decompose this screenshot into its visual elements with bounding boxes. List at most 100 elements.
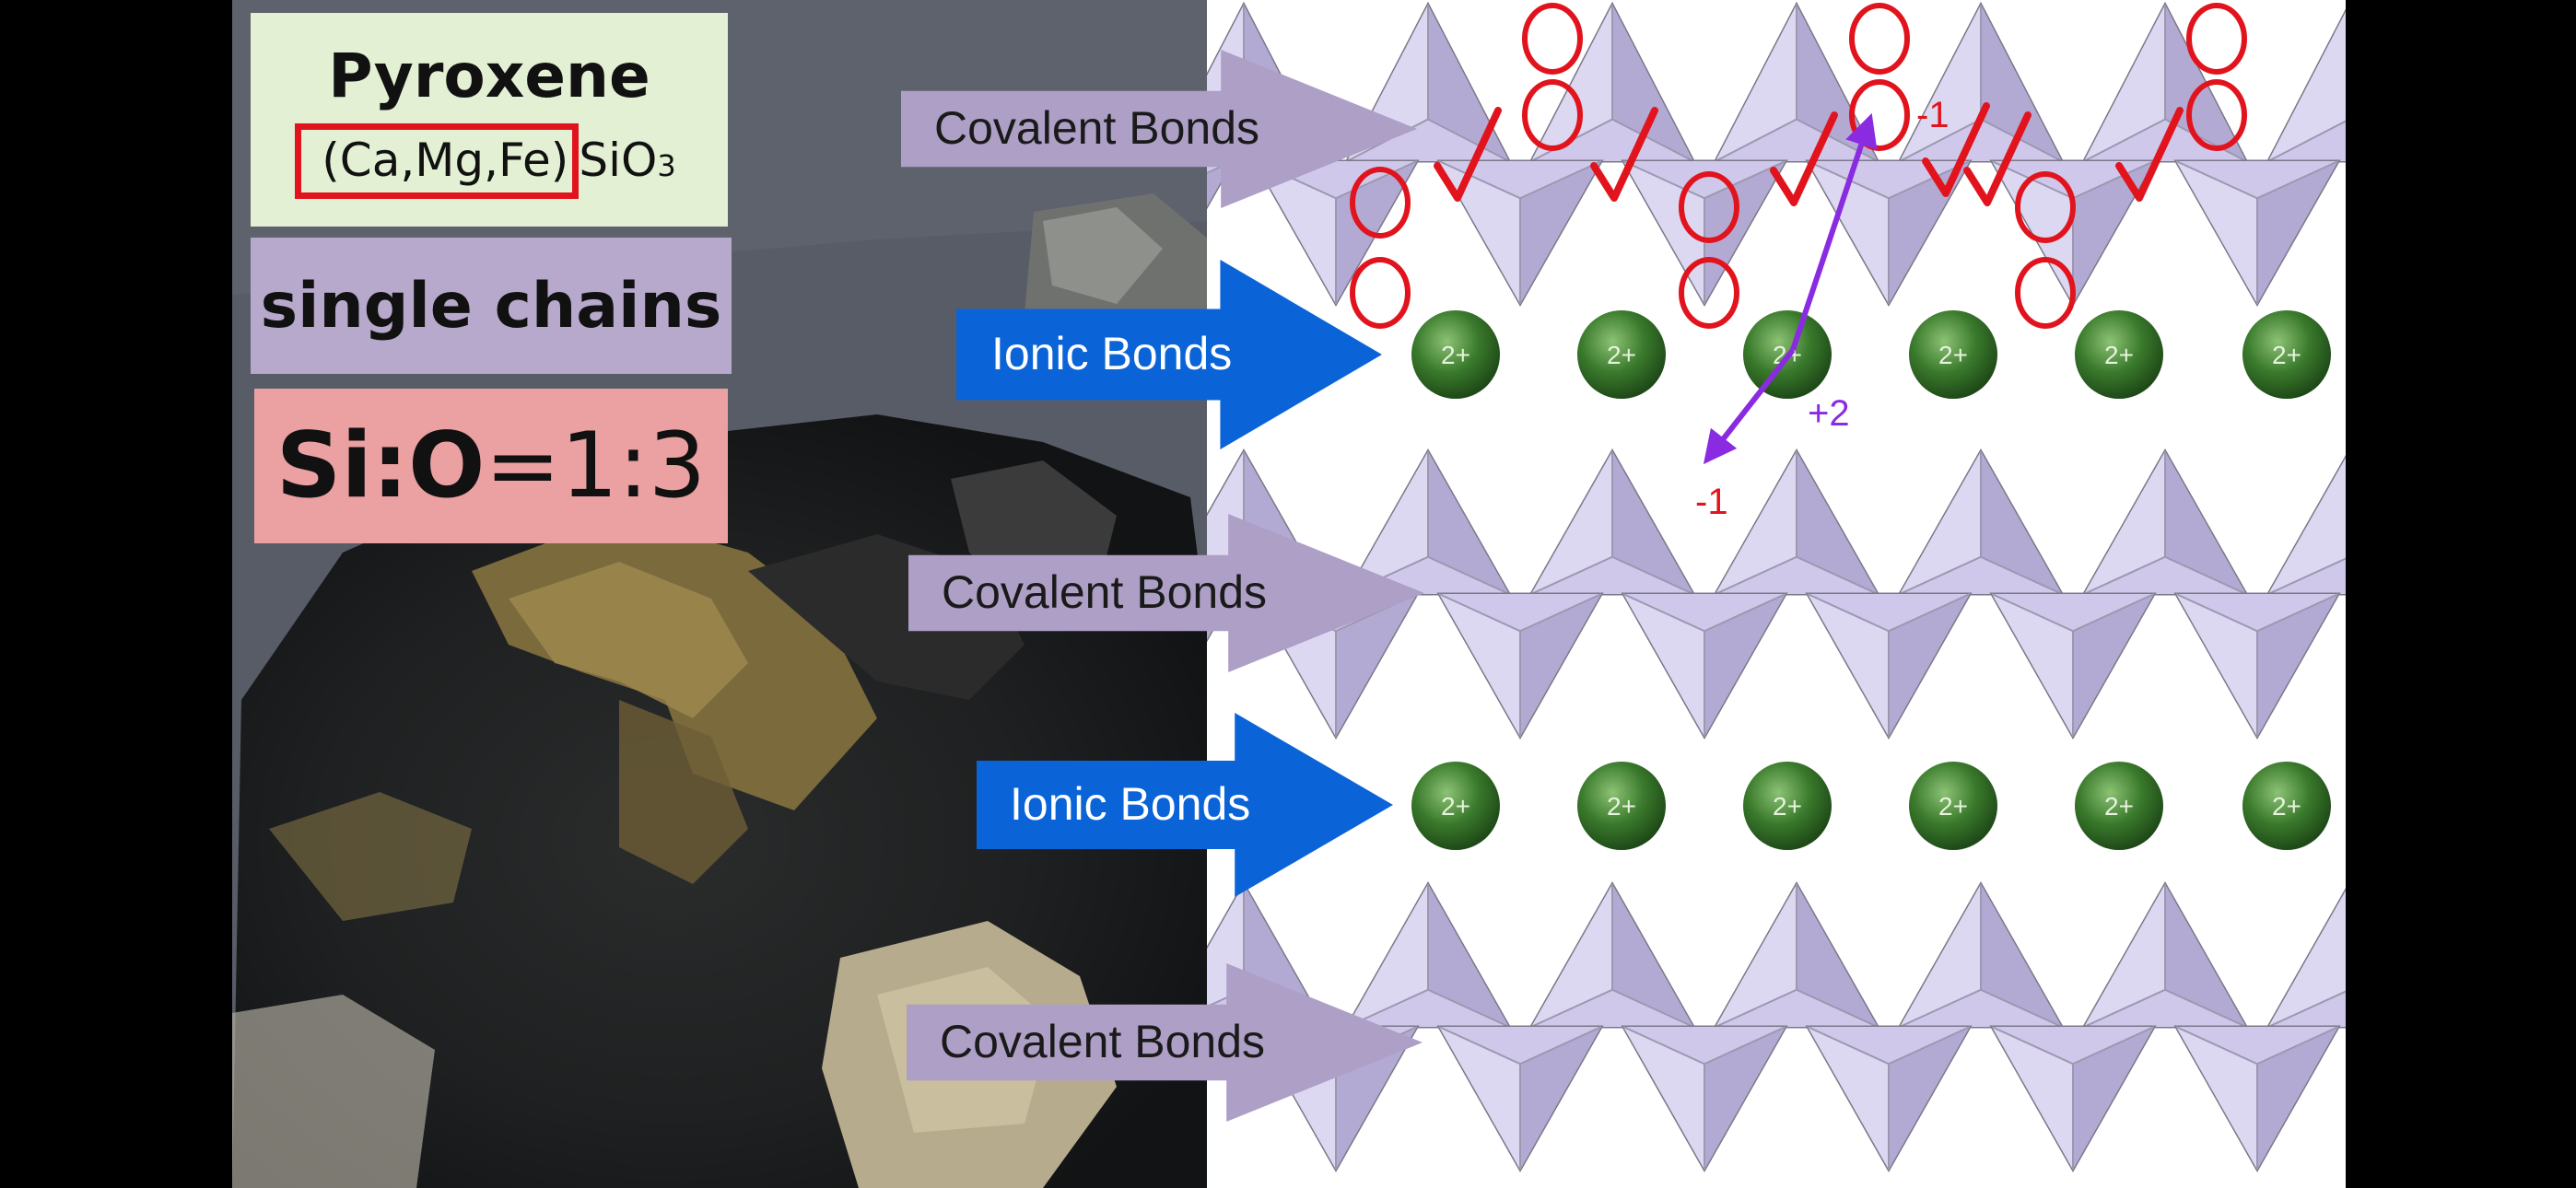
- cation-sphere: [2242, 310, 2331, 399]
- formula-cations: (Ca,Mg,Fe): [322, 134, 569, 187]
- tetrahedron-up: [2081, 880, 2249, 1029]
- oxygen-highlight-circle: [2015, 171, 2076, 243]
- tetrahedron-up: [2266, 8, 2346, 163]
- tetrahedron-down: [2173, 1025, 2341, 1173]
- tetrahedron-up: [1897, 448, 2065, 596]
- cation-charge: 2+: [2104, 792, 2134, 821]
- ratio-elements: Si:O: [275, 413, 486, 518]
- cation-sphere: [1577, 310, 1666, 399]
- tetrahedron-down: [2173, 592, 2341, 740]
- structure-type: single chains: [260, 269, 722, 343]
- tetrahedron-down: [1805, 592, 1973, 740]
- cation-charge: 2+: [2272, 341, 2301, 369]
- oxygen-highlight-circle: [2186, 79, 2247, 151]
- cation-charge: 2+: [1773, 792, 1802, 821]
- tetrahedron-up: [1713, 448, 1880, 596]
- oxygen-highlight-circle: [1849, 79, 1910, 151]
- tetrahedron-up: [1528, 448, 1696, 596]
- cation-charge: 2+: [1607, 792, 1636, 821]
- tetrahedron-up: [1528, 880, 1696, 1029]
- charge-arrow-down: [1703, 348, 1796, 465]
- cation-charge: 2+: [1938, 341, 1968, 369]
- annotations: -1+2-1: [1350, 3, 2247, 522]
- oxygen-highlight-circle: [1350, 167, 1411, 239]
- charge-arrow-up: [1790, 112, 1878, 351]
- cation: 2+: [2075, 310, 2163, 399]
- covalent-bonds-arrow-shape: [901, 50, 1417, 208]
- oxygen-highlight-circle: [1849, 3, 1910, 75]
- cation: 2+: [2242, 762, 2331, 850]
- tetrahedron-down: [2173, 159, 2341, 308]
- covalent-bonds-arrow: Covalent Bonds: [901, 50, 1417, 208]
- covalent-bonds-arrow-label: Covalent Bonds: [940, 1016, 1266, 1067]
- cation-sphere: [1743, 762, 1832, 850]
- tetrahedron-down: [1621, 592, 1788, 740]
- formula-panel: Pyroxene (Ca,Mg,Fe) SiO 3: [251, 13, 728, 227]
- cation: 2+: [2075, 762, 2163, 850]
- si-o-ratio: Si:O =1:3: [276, 413, 707, 518]
- oxygen-highlight-circle: [2186, 3, 2247, 75]
- cation-charge: 2+: [2272, 792, 2301, 821]
- ionic-bonds-arrow-label: Ionic Bonds: [991, 328, 1233, 379]
- cation-sphere: [2075, 310, 2163, 399]
- formula-subscript: 3: [657, 148, 676, 183]
- tetrahedron-up: [2266, 455, 2346, 596]
- cation-charge: 2+: [1607, 341, 1636, 369]
- covalent-bonds-arrow-shape: [908, 514, 1424, 672]
- tetrahedron-down: [1989, 592, 2157, 740]
- tetrahedron-down: [1621, 1025, 1788, 1173]
- cation: 2+: [1743, 762, 1832, 850]
- ionic-bonds-arrow-shape: [977, 713, 1393, 897]
- tetrahedron-down: [1436, 1025, 1604, 1173]
- cation: 2+: [1577, 310, 1666, 399]
- tetrahedron-up: [2081, 448, 2249, 596]
- formula-anion: SiO: [579, 134, 658, 187]
- oxygen-highlight-circle: [1350, 257, 1411, 329]
- tetrahedron-down: [1989, 1025, 2157, 1173]
- tetrahedron-up: [1713, 1, 1880, 163]
- cation-sphere: [1411, 762, 1500, 850]
- covalent-bonds-arrow: Covalent Bonds: [908, 514, 1424, 672]
- tetrahedron-down: [1621, 159, 1788, 308]
- cation-sphere: [1577, 762, 1666, 850]
- ionic-bonds-arrow: Ionic Bonds: [977, 713, 1393, 897]
- oxygen-highlight-circle: [1679, 171, 1739, 243]
- covalent-bonds-arrow-label: Covalent Bonds: [934, 102, 1260, 154]
- check-mark: [1770, 111, 1838, 206]
- tetrahedron-up: [1713, 880, 1880, 1029]
- cation: 2+: [1577, 762, 1666, 850]
- oxygen-charge-label: -1: [1916, 95, 1950, 135]
- cation: 2+: [1909, 310, 1997, 399]
- chemical-formula: (Ca,Mg,Fe) SiO 3: [295, 123, 676, 199]
- cation-sphere: [1909, 762, 1997, 850]
- cation: 2+: [1909, 762, 1997, 850]
- tetrahedron-down: [1436, 592, 1604, 740]
- tetrahedron-down: [1805, 1025, 1973, 1173]
- ionic-bonds-arrow-label: Ionic Bonds: [1010, 778, 1251, 830]
- oxygen-highlight-circle: [1522, 3, 1583, 75]
- cation-charge: 2+: [1938, 792, 1968, 821]
- check-mark: [2115, 107, 2184, 202]
- cation-sphere: [2242, 762, 2331, 850]
- cation-charge: 2+: [2104, 341, 2134, 369]
- cation-group-highlight: (Ca,Mg,Fe): [295, 123, 580, 199]
- covalent-bonds-arrow-shape: [907, 963, 1423, 1122]
- cation: 2+: [1411, 762, 1500, 850]
- tetrahedron-up: [1897, 880, 2065, 1029]
- tetrahedron-down: [1989, 159, 2157, 308]
- cation-layer: 2+2+2+2+2+2+2+2+2+2+2+2+: [1411, 310, 2331, 850]
- structure-panel: single chains: [251, 238, 732, 374]
- ionic-bonds-arrow: Ionic Bonds: [956, 260, 1382, 449]
- tetrahedron-up: [1897, 1, 2065, 163]
- cation: 2+: [1411, 310, 1500, 399]
- covalent-bonds-arrow: Covalent Bonds: [907, 963, 1423, 1122]
- oxygen-highlight-circle: [1679, 257, 1739, 329]
- ratio-value: =1:3: [485, 413, 707, 518]
- oxygen-charge-label: -1: [1695, 482, 1728, 522]
- cation-charge: 2+: [1441, 792, 1470, 821]
- ratio-panel: Si:O =1:3: [254, 389, 728, 543]
- mineral-name: Pyroxene: [328, 41, 650, 111]
- check-mark: [1590, 107, 1658, 202]
- check-mark: [1434, 107, 1502, 202]
